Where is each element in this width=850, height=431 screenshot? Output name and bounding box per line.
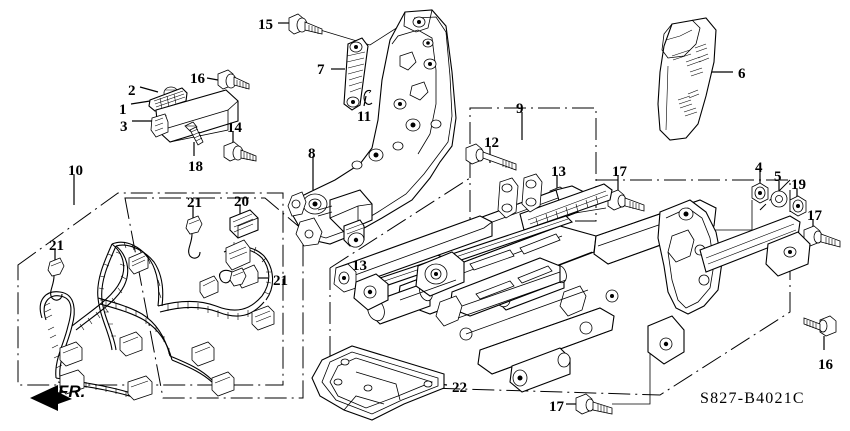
callout-18-tapping-screw: 18 — [188, 159, 203, 175]
group-box-10 — [17, 192, 284, 386]
callout-16-bolt-upper: 16 — [190, 71, 205, 87]
diagram-part-number: S827-B4021C — [700, 390, 805, 407]
part-11-snap-ring — [363, 89, 373, 105]
callout-6-caution-label: 6 — [738, 66, 746, 82]
part-20-connector-clip — [229, 209, 259, 239]
group-box-9 — [329, 107, 597, 385]
front-direction-arrow-icon — [30, 385, 72, 411]
part-14-bolt — [223, 141, 257, 162]
callout-22-cover-bracket: 22 — [452, 380, 467, 396]
callout-2-knob: 2 — [128, 83, 136, 99]
part-8-seat-side-frame — [287, 9, 457, 248]
callout-21-clip-left: 21 — [49, 238, 64, 254]
callout-5-washer: 5 — [774, 169, 782, 185]
callout-14-bolt: 14 — [227, 120, 242, 136]
part-17-bolt-upper — [607, 189, 645, 212]
callout-21-clip-top: 21 — [187, 195, 202, 211]
callout-10-wire-harness: 10 — [68, 163, 83, 179]
part-16-bolt-upper — [217, 69, 250, 90]
part-19-bushing — [789, 195, 807, 217]
front-direction-label: FR. — [58, 382, 86, 401]
part-15-shoulder-bolt — [288, 13, 323, 35]
part-21-clip-right — [219, 267, 247, 287]
part-5-washer — [770, 190, 788, 208]
callout-17-bolt-right: 17 — [807, 208, 822, 224]
part-16-bolt-lower — [803, 315, 837, 337]
callout-20-connector-clip: 20 — [234, 194, 249, 210]
callout-13-nut-left: 13 — [352, 258, 367, 274]
part-12-bolt — [465, 143, 517, 171]
part-4-collar — [751, 182, 769, 204]
part-17-bolt-right — [803, 225, 841, 248]
callout-12-bolt: 12 — [484, 135, 499, 151]
group-box-10-inner — [124, 197, 304, 399]
part-6-caution-label — [657, 17, 717, 141]
part-switch-assembly — [148, 86, 239, 143]
part-18-tapping-screw — [184, 121, 204, 146]
callout-9-slide-assembly: 9 — [516, 101, 524, 117]
callout-15-flange-bolt: 15 — [258, 17, 273, 33]
callout-7-recliner-link: 7 — [317, 62, 325, 78]
callout-13-nut-right: 13 — [551, 164, 566, 180]
part-21-clip-top — [185, 215, 203, 259]
callout-19-bushing: 19 — [791, 177, 806, 193]
callout-4-collar: 4 — [755, 160, 763, 176]
callout-17-bolt-upper: 17 — [612, 164, 627, 180]
part-21-clip-left — [47, 257, 65, 301]
callout-11-snap-ring: 11 — [357, 109, 372, 125]
part-22-under-cover — [311, 345, 445, 421]
part-17-bolt-bottom — [575, 393, 613, 415]
callout-1-switch: 1 — [119, 102, 127, 118]
callout-8-seat-frame: 8 — [308, 146, 316, 162]
part-7-recliner-link — [343, 37, 369, 111]
callout-16-bolt-lower: 16 — [818, 357, 833, 373]
callout-17-bolt-bottom: 17 — [549, 399, 564, 415]
callout-21-clip-right: 21 — [273, 273, 288, 289]
part-9-slide-adjuster — [333, 173, 811, 393]
callout-3-switch-base: 3 — [120, 119, 128, 135]
part-10-wire-harness — [39, 239, 275, 401]
